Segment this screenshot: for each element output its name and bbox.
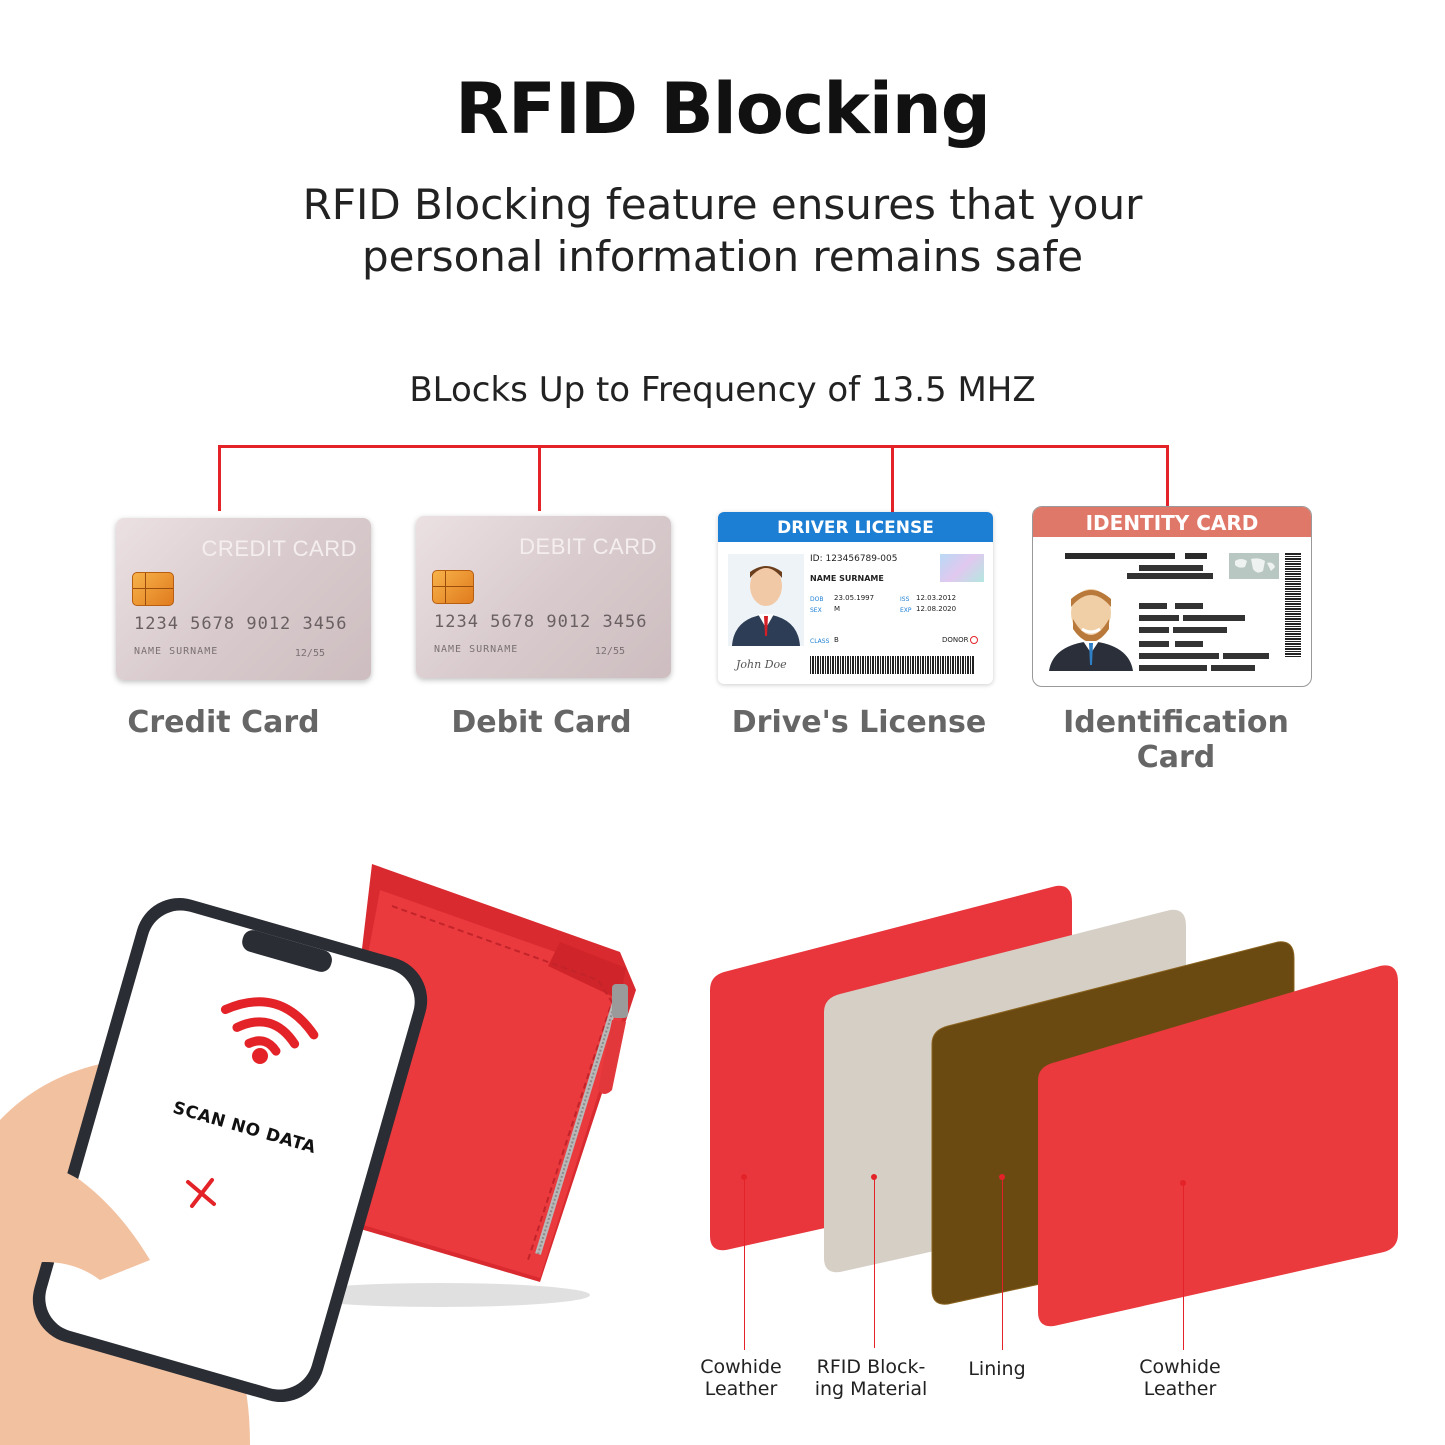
license-dob-label: DOB — [810, 596, 824, 603]
chip-icon — [132, 572, 174, 606]
driver-license-title: DRIVER LICENSE — [718, 512, 993, 542]
info-line — [1211, 665, 1255, 671]
connector-drop-debit — [538, 445, 541, 511]
drivers-license-label: Drive's License — [731, 705, 987, 740]
license-exp-label: EXP — [900, 607, 912, 614]
page-title: RFID Blocking — [455, 68, 991, 150]
credit-card-image: CREDIT CARD 1234 5678 9012 3456 NAME SUR… — [116, 518, 371, 680]
phone-wallet-illustration — [0, 864, 636, 1445]
license-class-label: CLASS — [810, 638, 830, 645]
layer-label-line: Cowhide — [1139, 1356, 1221, 1378]
pin-dot — [741, 1174, 747, 1180]
frequency-text: BLocks Up to Frequency of 13.5 MHZ — [409, 370, 1036, 410]
credit-card-title: CREDIT CARD — [201, 536, 357, 561]
person-photo-icon — [1049, 589, 1133, 671]
info-line — [1175, 603, 1203, 609]
pin-line — [874, 1178, 875, 1348]
connector-horizontal — [218, 445, 1169, 448]
credit-card-number: 1234 5678 9012 3456 — [134, 614, 348, 634]
info-line — [1223, 653, 1269, 659]
layer-label-line: RFID Block- — [816, 1356, 926, 1378]
layer-label-lining: Lining — [956, 1358, 1038, 1380]
info-line — [1139, 603, 1167, 609]
material-layers-illustration — [710, 885, 1398, 1327]
license-dob: 23.05.1997 — [834, 594, 875, 602]
connector-drop-credit — [218, 445, 221, 511]
license-exp: 12.08.2020 — [916, 605, 957, 613]
info-line — [1185, 553, 1207, 559]
layer-label-line: Cowhide — [700, 1356, 782, 1378]
connector-drop-identity — [1166, 445, 1169, 511]
pin-line — [1002, 1178, 1003, 1350]
info-line — [1127, 573, 1213, 579]
license-name: NAME SURNAME — [810, 574, 884, 583]
debit-card-title: DEBIT CARD — [519, 534, 657, 559]
pin-dot — [1180, 1180, 1186, 1186]
hologram-icon — [940, 554, 984, 582]
layer-label-line: Lining — [968, 1358, 1026, 1380]
pin-dot — [999, 1174, 1005, 1180]
connector-drop-license — [891, 445, 894, 515]
info-line — [1183, 615, 1245, 621]
info-line — [1065, 553, 1175, 559]
info-line — [1173, 627, 1227, 633]
license-id: ID: 123456789-005 — [810, 554, 898, 564]
license-iss-label: ISS — [900, 596, 910, 603]
info-line — [1139, 565, 1203, 571]
license-iss: 12.03.2012 — [916, 594, 957, 602]
chip-icon — [432, 570, 474, 604]
barcode-icon — [1285, 553, 1301, 657]
layer-label-line: Leather — [704, 1378, 778, 1400]
subtitle-line-2: personal information remains safe — [361, 232, 1084, 281]
pin-line — [1183, 1184, 1184, 1350]
debit-card-expiry: 12/55 — [594, 646, 625, 657]
donor-icon — [970, 636, 978, 644]
info-line — [1139, 665, 1207, 671]
person-photo-icon — [728, 554, 804, 646]
info-line — [1139, 653, 1219, 659]
credit-card-label: Credit Card — [127, 705, 320, 740]
layer-label-cowhide-back: Cowhide Leather — [690, 1356, 792, 1400]
debit-card-name: NAME SURNAME — [434, 644, 519, 655]
layer-label-cowhide-front: Cowhide Leather — [1128, 1356, 1232, 1400]
world-map-icon — [1229, 553, 1279, 579]
identity-card-title: IDENTITY CARD — [1033, 507, 1311, 537]
layer-label-rfid: RFID Block- ing Material — [806, 1356, 936, 1400]
pin-dot — [871, 1174, 877, 1180]
info-line — [1175, 641, 1203, 647]
license-signature: John Doe — [736, 658, 787, 671]
debit-card-label: Debit Card — [451, 705, 632, 740]
cowhide-layer-front — [1038, 965, 1398, 1327]
info-line — [1139, 627, 1169, 633]
info-line — [1139, 641, 1169, 647]
debit-card-number: 1234 5678 9012 3456 — [434, 612, 648, 632]
credit-card-name: NAME SURNAME — [134, 646, 219, 657]
layer-label-line: Leather — [1143, 1378, 1217, 1400]
close-icon — [186, 1178, 216, 1208]
driver-license-image: DRIVER LICENSE ID: 123456789-005 NAME SU… — [718, 512, 993, 684]
debit-card-image: DEBIT CARD 1234 5678 9012 3456 NAME SURN… — [416, 516, 671, 678]
layer-label-line: ing Material — [814, 1378, 928, 1400]
license-donor: DONOR — [942, 636, 969, 644]
barcode-icon — [810, 656, 974, 674]
info-line — [1139, 615, 1179, 621]
pin-line — [744, 1178, 745, 1350]
wifi-signal-icon — [220, 997, 319, 1064]
license-sex: M — [834, 605, 841, 613]
credit-card-expiry: 12/55 — [294, 648, 325, 659]
license-sex-label: SEX — [810, 607, 822, 614]
subtitle-line-1: RFID Blocking feature ensures that your — [302, 180, 1143, 229]
identity-card-image: IDENTITY CARD — [1032, 506, 1312, 687]
license-class: B — [834, 636, 839, 644]
identification-card-label: Identification Card — [1063, 705, 1289, 775]
